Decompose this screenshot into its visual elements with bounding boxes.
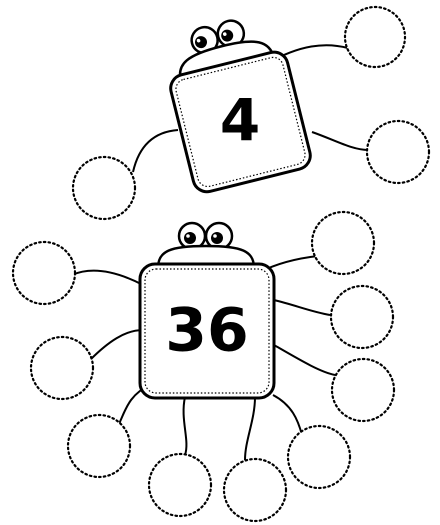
creature-2-leg-2 — [90, 330, 143, 360]
creature-1: 4 — [73, 7, 429, 219]
creature-1-number: 4 — [220, 86, 260, 154]
creature-2-answer-circle-3[interactable] — [68, 415, 130, 477]
creature-2-leg-8 — [274, 300, 330, 315]
creature-2-leg-5 — [245, 397, 255, 460]
creature-1-answer-circle-1[interactable] — [345, 7, 405, 67]
creature-2-answer-circle-4[interactable] — [149, 454, 211, 516]
creature-2-answer-circle-7[interactable] — [332, 359, 394, 421]
creature-2-answer-circle-8[interactable] — [331, 286, 393, 348]
creature-2-answer-circle-9[interactable] — [312, 212, 374, 274]
creature-2-answer-circle-2[interactable] — [31, 337, 93, 399]
creature-1-leg-left — [133, 130, 178, 172]
creature-2-answer-circle-6[interactable] — [288, 426, 350, 488]
creature-2-number: 36 — [165, 296, 249, 366]
creature-2-leg-4 — [184, 397, 187, 455]
creature-1-leg-right — [312, 132, 368, 150]
creature-2-leg-1 — [72, 271, 143, 285]
creature-1-answer-circle-3[interactable] — [73, 157, 135, 219]
creature-2-answer-circle-1[interactable] — [13, 242, 75, 304]
creature-1-answer-circle-2[interactable] — [367, 121, 429, 183]
creature-2-leg-7 — [274, 345, 335, 375]
creature-2-leg-6 — [273, 395, 302, 435]
creature-2: 36 — [13, 212, 394, 521]
creature-2-answer-circle-5[interactable] — [224, 459, 286, 521]
